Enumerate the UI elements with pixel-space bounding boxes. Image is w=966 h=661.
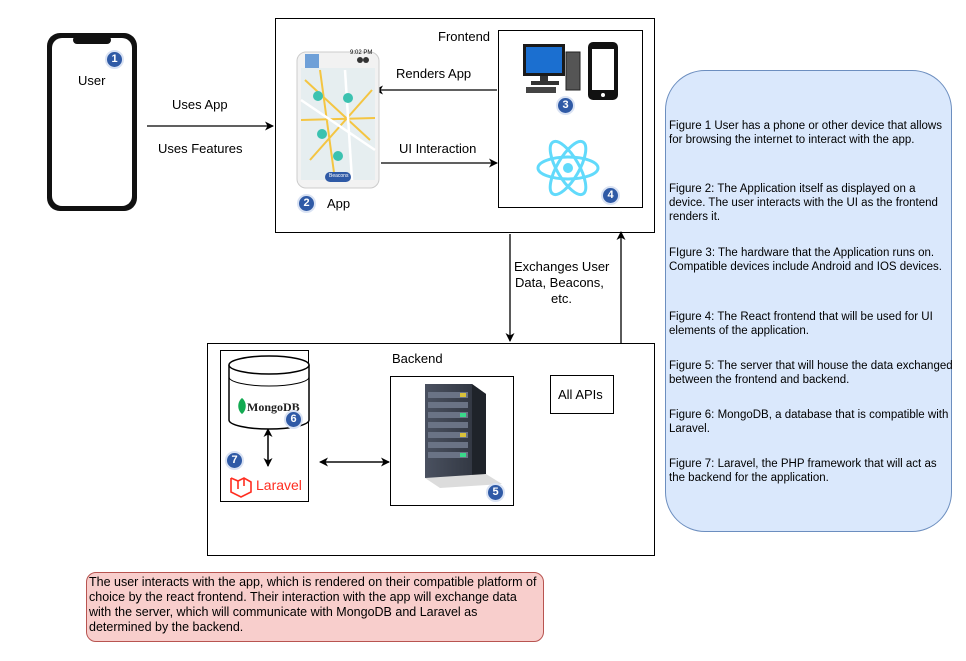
- laravel-logo-icon: [230, 477, 252, 498]
- phone-button-label: Beacons: [329, 173, 349, 179]
- react-logo-icon: [536, 139, 600, 197]
- mongodb-label: MongoDB: [247, 400, 300, 414]
- note-figure-3: FIgure 3: The hardware that the Applicat…: [669, 247, 942, 273]
- note-figure-1: Figure 1 User has a phone or other devic…: [669, 120, 942, 146]
- note-figure-5: Figure 5: The server that will house the…: [669, 360, 953, 386]
- app-screenshot-icon: [296, 51, 380, 189]
- figure-notes-panel: [665, 70, 952, 532]
- exchange-label-line-2: Data, Beacons,: [515, 275, 604, 290]
- phone-time-label: 9:02 PM: [350, 50, 373, 56]
- desktop-computer-icon: [523, 44, 581, 93]
- user-phone-icon: [47, 33, 137, 211]
- all-apis-box: [550, 375, 614, 414]
- badge-3: 3: [556, 96, 575, 115]
- laravel-label: Laravel: [256, 477, 302, 493]
- note-figure-2: Figure 2: The Application itself as disp…: [669, 183, 938, 223]
- uses-app-label: Uses App: [172, 97, 228, 112]
- renders-app-label: Renders App: [396, 66, 472, 81]
- user-label: User: [78, 73, 106, 88]
- exchange-label-line-3: etc.: [551, 291, 572, 306]
- mobile-phone-icon: [588, 42, 618, 100]
- badge-1: 1: [105, 50, 124, 69]
- note-figure-7: Figure 7: Laravel, the PHP framework tha…: [669, 458, 937, 484]
- summary-box: [86, 572, 544, 642]
- all-apis-label: All APIs: [558, 387, 603, 402]
- frontend-label: Frontend: [438, 29, 491, 44]
- badge-4: 4: [601, 186, 620, 205]
- uses-features-label: Uses Features: [158, 141, 243, 156]
- note-figure-4: Figure 4: The React frontend that will b…: [669, 311, 933, 337]
- badge-2: 2: [297, 194, 316, 213]
- note-figure-6: Figure 6: MongoDB, a database that is co…: [669, 409, 949, 435]
- ui-interaction-label: UI Interaction: [399, 141, 477, 156]
- server-rack-icon: [425, 384, 502, 488]
- exchange-label-line-1: Exchanges User: [514, 259, 610, 274]
- summary-text: The user interacts with the app, which i…: [89, 575, 537, 634]
- badge-7: 7: [225, 451, 244, 470]
- badge-6: 6: [284, 410, 303, 429]
- badge-5: 5: [486, 483, 505, 502]
- backend-label: Backend: [392, 351, 443, 366]
- app-label: App: [327, 196, 351, 211]
